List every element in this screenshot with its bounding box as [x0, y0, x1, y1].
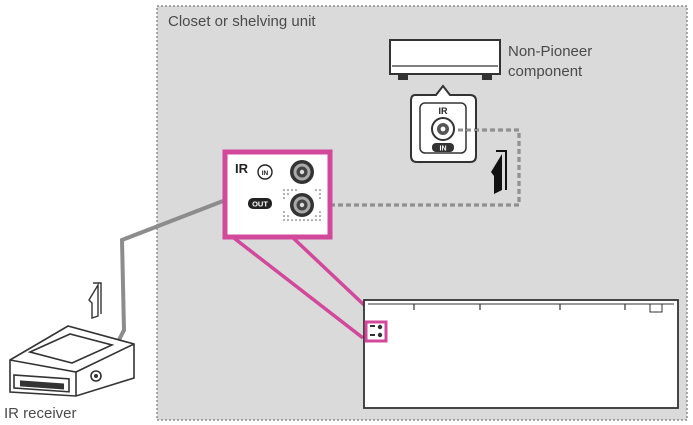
component-ir-jack-callout: IR IN	[410, 84, 477, 163]
signal-direction-arrow-solid	[491, 150, 507, 194]
panel-ir-in-jack	[290, 160, 314, 184]
component-jack-in-label: IN	[440, 146, 447, 153]
panel-ir-out-jack	[290, 193, 314, 217]
ir-receiver-label: IR receiver	[4, 405, 77, 422]
rear-ir-jacks-highlight	[364, 320, 388, 343]
signal-direction-arrow-outline	[88, 282, 102, 319]
component-label-line1: Non-Pioneer	[508, 43, 593, 60]
component-label-line2: component	[508, 63, 583, 80]
out-jack-dot-pattern	[283, 189, 321, 221]
ir-receiver-cable	[116, 170, 299, 343]
panel-ir-label: IR	[235, 161, 249, 176]
av-receiver-rear	[363, 299, 679, 409]
ir-jack-panel-zoom: IR IN OUT	[222, 149, 333, 240]
ir-receiver-device	[9, 325, 135, 397]
closet-label: Closet or shelving unit	[168, 13, 316, 30]
non-pioneer-component	[389, 39, 501, 80]
component-jack-ir-label: IR	[439, 106, 449, 116]
component-label: Non-Pioneer component	[508, 42, 592, 82]
panel-out-label: OUT	[252, 200, 268, 209]
dashed-cable-inner	[314, 129, 520, 206]
panel-in-label: IN	[262, 170, 269, 177]
